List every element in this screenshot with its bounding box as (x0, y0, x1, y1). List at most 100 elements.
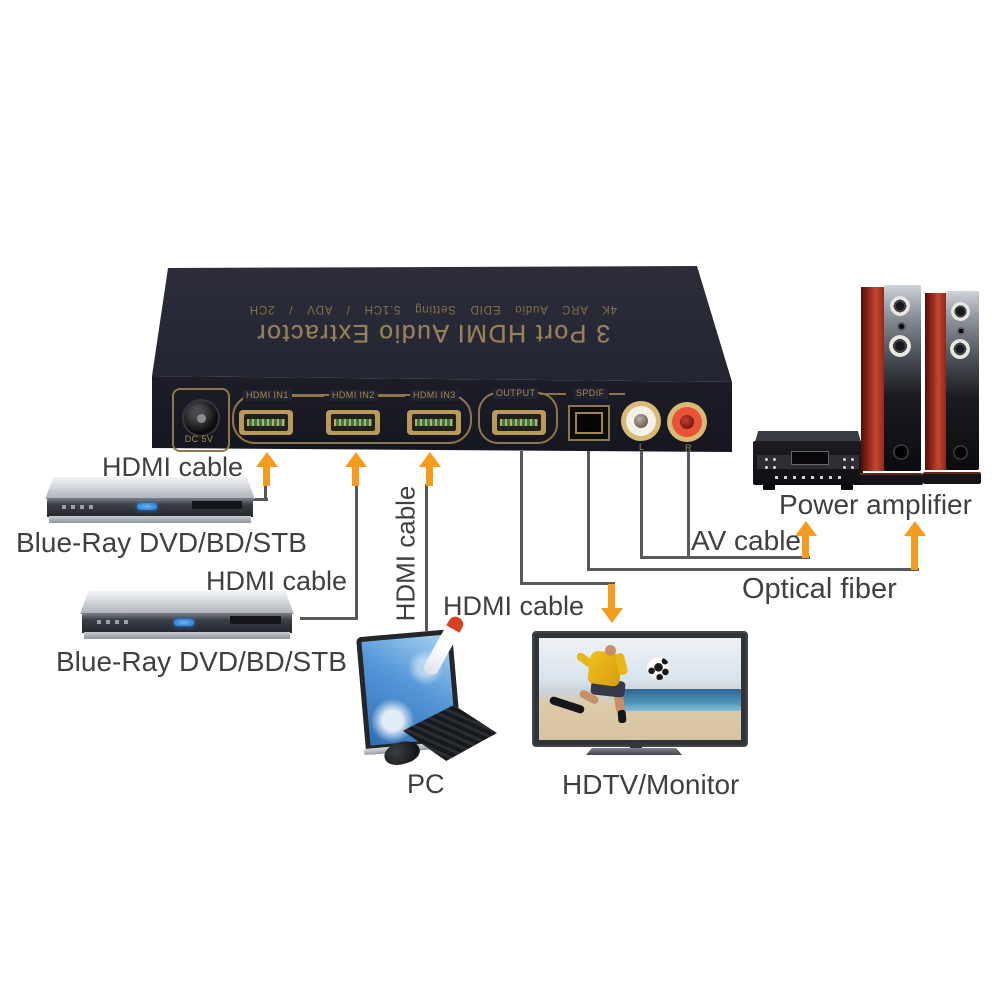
bluray-display (192, 501, 243, 509)
speaker-left (858, 285, 924, 485)
hdtv-stand-neck (630, 743, 642, 749)
soccer-player (617, 709, 627, 724)
panel-dash (609, 393, 625, 395)
connector-line-tv (520, 582, 615, 585)
dc-label: DC 5V (184, 434, 214, 444)
hdmi-in1-port (239, 410, 293, 435)
dc-pin (197, 414, 206, 423)
hdtv-label: HDTV/Monitor (562, 769, 740, 800)
speaker-side (861, 287, 888, 471)
connector-line-bluray2 (300, 617, 358, 620)
speaker-driver (949, 339, 970, 360)
speaker-front (883, 285, 921, 471)
amplifier-connectors (843, 458, 846, 461)
arrow-stem (911, 533, 918, 570)
arrow-down-icon (601, 608, 623, 623)
speaker-plinth (922, 472, 982, 484)
panel-dash (540, 393, 566, 395)
bluray-top (45, 477, 255, 500)
bluray-player-2 (80, 591, 294, 641)
hdmi-in2-port (326, 410, 380, 435)
hdtv-screen (539, 638, 741, 740)
dc-jack-outline (172, 388, 230, 452)
hdmi-in3-port (407, 410, 461, 435)
speaker-driver (950, 301, 970, 321)
rca-hole (680, 415, 694, 429)
sea-graphic (619, 689, 741, 712)
extractor-subtitle: 4K ARC Audio EDID Setting 5.1CH / ADV / … (249, 303, 617, 315)
hdmi-cable-label-2: HDMI cable (206, 566, 348, 596)
arrow-up-icon (904, 521, 926, 536)
arrow-stem (263, 464, 270, 486)
hdmi-pins (415, 419, 453, 426)
arrow-up-icon (256, 452, 278, 467)
rca-right-label: R (685, 443, 692, 453)
output-label: OUTPUT (493, 388, 539, 399)
extractor-title: 3 Port HDMI Audio Extractor (255, 319, 611, 347)
pc-label: PC (407, 769, 445, 799)
rca-left-label: L (639, 442, 645, 452)
soccer-player (548, 695, 586, 715)
amplifier-buttons (775, 476, 841, 479)
hdtv-monitor (532, 631, 748, 747)
arrow-up-icon (345, 452, 367, 467)
dc-power-jack (182, 399, 220, 437)
hdtv-stand-base (586, 748, 682, 755)
soccer-ball (647, 657, 670, 680)
av-cable-label: AV cable (691, 525, 801, 556)
connector-line-tv (520, 451, 523, 585)
connector-line-optical (587, 451, 590, 571)
spdif-label: SPDIF (573, 388, 608, 399)
bluray-buttons (97, 620, 134, 624)
connector-line-bluray1 (264, 483, 267, 501)
optical-fiber-label: Optical fiber (742, 573, 897, 605)
bluray-logo-icon (137, 503, 158, 511)
rca-hole (634, 414, 648, 428)
hdmi-pins (247, 419, 285, 426)
arrow-stem (608, 584, 615, 610)
hdmi-cable-label-pc: HDMI cable (390, 485, 421, 622)
connector-line-av-left (640, 451, 643, 559)
extractor-top-print: 3 Port HDMI Audio Extractor 4K ARC Audio… (210, 284, 656, 348)
spdif-inner (575, 412, 603, 434)
hdmi-in3-label: HDMI IN3 (410, 390, 459, 401)
power-amplifier (753, 431, 863, 492)
arrow-up-icon (795, 521, 817, 536)
speaker-driver (890, 296, 911, 317)
arrow-stem (426, 464, 433, 486)
extractor-top-face (152, 266, 732, 382)
hdmi-pins (500, 419, 538, 426)
hdmi-audio-extractor: 3 Port HDMI Audio Extractor 4K ARC Audio… (148, 260, 738, 456)
soccer-player (605, 645, 616, 656)
bluray-base (49, 516, 251, 524)
hdmi-cable-label-1: HDMI cable (102, 452, 244, 482)
bluray-player-1 (45, 477, 255, 525)
speaker-side (925, 292, 950, 471)
hdmi-in2-label: HDMI IN2 (329, 390, 378, 401)
connector-line-bluray2 (355, 484, 358, 620)
speaker-plinth (858, 473, 924, 485)
connector-line-pc (425, 484, 428, 631)
speaker-port (892, 443, 909, 460)
speaker-driver (889, 335, 911, 358)
rca-right-jack (667, 402, 707, 442)
bluray-base (84, 632, 290, 639)
bluray-display (229, 616, 282, 624)
connector-line-bluray1 (252, 498, 268, 501)
speaker-front (945, 291, 979, 471)
hdmi-in1-label: HDMI IN1 (243, 390, 292, 401)
amplifier-foot (841, 484, 853, 490)
arrow-up-icon (419, 452, 441, 467)
panel-dash (291, 395, 324, 397)
connector-line-av (640, 556, 810, 559)
panel-dash (378, 395, 405, 397)
bluray-label-1: Blue-Ray DVD/BD/STB (16, 527, 307, 558)
speaker-port (953, 444, 969, 460)
rca-left-jack (621, 401, 661, 441)
speaker-tweeter (956, 326, 965, 335)
bluray-buttons (61, 504, 98, 509)
amplifier-label: Power amplifier (779, 489, 972, 520)
connector-line-optical (587, 568, 919, 571)
amplifier-top (755, 431, 861, 442)
